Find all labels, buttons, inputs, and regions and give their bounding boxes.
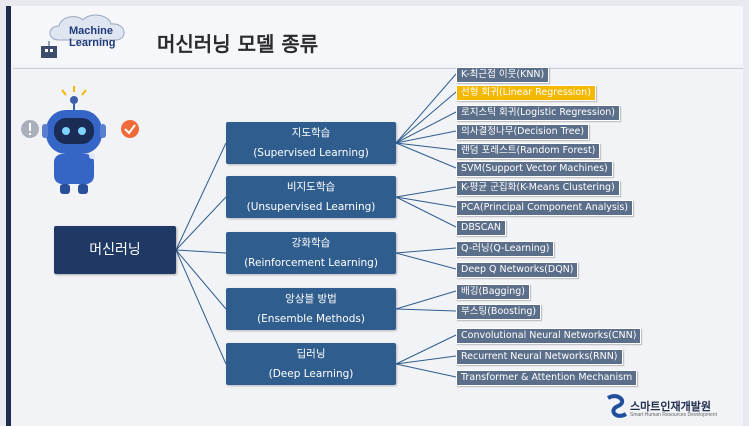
leaf-q-learning: Q-러닝(Q-Learning) xyxy=(456,241,555,257)
category-name: 앙상블 방법 xyxy=(285,293,337,305)
page-title: 머신러닝 모델 종류 xyxy=(157,32,319,56)
leaf-bagging: 배깅(Bagging) xyxy=(456,284,530,300)
leaf-svm: SVM(Support Vector Machines) xyxy=(456,161,613,177)
leaf-transformer: Transformer & Attention Mechanism xyxy=(456,370,638,386)
leaf-knn: K-최근접 이웃(KNN) xyxy=(456,67,550,83)
leaf-linear-regression: 선형 회귀(Linear Regression) xyxy=(456,85,596,101)
leaf-boosting: 부스팅(Boosting) xyxy=(456,304,542,320)
logo-text-2: Learning xyxy=(69,37,115,49)
category-name-en: (Unsupervised Learning) xyxy=(246,201,376,213)
logo-text-1: Machine xyxy=(69,25,113,37)
category-name-en: (Reinforcement Learning) xyxy=(244,257,378,269)
brand-logo-icon xyxy=(606,394,628,418)
leaf-pca: PCA(Principal Component Analysis) xyxy=(456,200,634,216)
leaf-cnn: Convolutional Neural Networks(CNN) xyxy=(456,328,642,344)
category-name: 강화학습 xyxy=(291,237,331,249)
category-deep-learning: 딥러닝 (Deep Learning) xyxy=(226,343,396,385)
brand-name: 스마트인재개발원 xyxy=(630,400,711,413)
leaf-random-forest: 랜덤 포레스트(Random Forest) xyxy=(456,143,601,159)
category-unsupervised: 비지도학습 (Unsupervised Learning) xyxy=(226,176,396,218)
leaf-kmeans: K-평균 군집화(K-Means Clustering) xyxy=(456,180,620,196)
category-supervised: 지도학습 (Supervised Learning) xyxy=(226,122,396,164)
brand-subtitle: Smart Human Resources Development xyxy=(630,412,717,418)
category-name-en: (Ensemble Methods) xyxy=(257,313,365,325)
divider xyxy=(13,68,743,69)
root-node: 머신러닝 xyxy=(54,226,176,274)
category-name: 비지도학습 xyxy=(286,181,336,193)
header: Machine Learning 머신러닝 모델 종류 xyxy=(11,6,743,64)
check-icon xyxy=(121,120,139,138)
category-name: 딥러닝 xyxy=(296,348,326,360)
leaf-logistic-regression: 로지스틱 회귀(Logistic Regression) xyxy=(456,105,620,121)
machine-learning-logo: Machine Learning xyxy=(41,14,125,58)
category-name: 지도학습 xyxy=(291,127,331,139)
leaf-decision-tree: 의사결정나무(Decision Tree) xyxy=(456,124,590,140)
leaf-dbscan: DBSCAN xyxy=(456,220,506,236)
leaf-dqn: Deep Q Networks(DQN) xyxy=(456,262,579,278)
category-reinforcement: 강화학습 (Reinforcement Learning) xyxy=(226,232,396,274)
category-name-en: (Supervised Learning) xyxy=(253,147,369,159)
exclamation-icon xyxy=(21,120,39,138)
leaf-rnn: Recurrent Neural Networks(RNN) xyxy=(456,349,623,365)
category-name-en: (Deep Learning) xyxy=(268,368,354,380)
robot-icon xyxy=(42,86,106,194)
category-ensemble: 앙상블 방법 (Ensemble Methods) xyxy=(226,288,396,330)
